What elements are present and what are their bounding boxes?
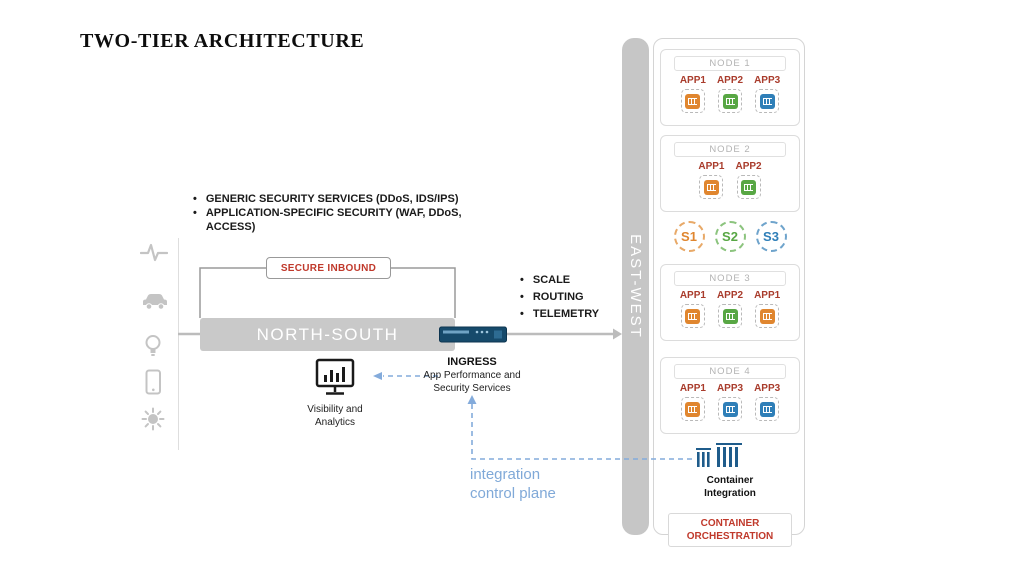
node-label: NODE 1 [674, 56, 786, 71]
car-icon [143, 294, 167, 310]
service-row: S1 S2 S3 [660, 221, 800, 252]
east-west-label: EAST-WEST [627, 234, 644, 339]
sun-icon [141, 407, 165, 431]
integration-control-plane-note: integration control plane [470, 466, 556, 502]
app-label: APP1 [679, 75, 706, 86]
app-label: APP2 [716, 290, 744, 301]
container-glyph [688, 97, 698, 105]
app-entry: APP2 [717, 75, 743, 113]
container-glyph [725, 97, 735, 105]
app-label: APP1 [754, 290, 781, 301]
container-orchestration-box: CONTAINER ORCHESTRATION [668, 513, 792, 547]
app-entry: APP2 [736, 161, 762, 199]
app-entry: APP1 [680, 290, 706, 328]
service-circle: S2 [714, 221, 746, 252]
app-label: APP2 [716, 75, 744, 86]
app-entry: APP1 [754, 290, 780, 328]
container-glyph [688, 405, 698, 413]
page-title: TWO-TIER ARCHITECTURE [80, 30, 365, 52]
capability-bullet-text: SCALE [532, 274, 571, 286]
security-bullet-text: APPLICATION-SPECIFIC SECURITY (WAF, DDoS… [205, 207, 462, 234]
container-glyph [762, 312, 772, 320]
node-box: NODE 2 APP1 APP2 [660, 135, 800, 212]
service-label: S2 [722, 229, 738, 244]
app-label: APP1 [679, 290, 706, 301]
bullet-glyph: • [520, 274, 524, 286]
app-container-icon [736, 175, 761, 199]
app-container-icon [755, 304, 780, 328]
app-container-icon [755, 89, 780, 113]
service-label: S3 [763, 229, 779, 244]
service-circle: S1 [673, 221, 705, 252]
container-glyph [725, 405, 735, 413]
bullet-glyph: • [193, 193, 197, 205]
capability-bullet-item: • TELEMETRY [520, 307, 599, 321]
app-label: APP3 [716, 383, 744, 394]
capability-bullet-text: TELEMETRY [532, 308, 600, 321]
north-south-bar: NORTH-SOUTH [200, 318, 455, 351]
container-glyph [725, 312, 735, 320]
container-glyph [706, 183, 716, 191]
ingress-title: INGRESS [447, 356, 497, 368]
capability-bullet-item: • SCALE [520, 273, 599, 287]
ingress-subtitle: App Performance and Security Services [423, 370, 521, 394]
app-entry: APP3 [754, 383, 780, 421]
node-box: NODE 3 APP1 APP2 APP1 [660, 264, 800, 341]
app-entry: APP1 [698, 161, 725, 199]
app-container-icon [755, 397, 780, 421]
node-box: NODE 1 APP1 APP2 APP3 [660, 49, 800, 126]
app-container-icon [680, 89, 705, 113]
visibility-label: Visibility and Analytics [307, 404, 363, 428]
security-bullet-text: GENERIC SECURITY SERVICES (DDoS, IDS/IPS… [205, 193, 459, 205]
app-container-icon [680, 397, 705, 421]
analytics-monitor-icon [315, 358, 355, 395]
app-label: APP2 [735, 161, 762, 172]
app-container-icon [718, 304, 742, 328]
node-label: NODE 2 [674, 142, 786, 157]
container-integration-icon [696, 443, 742, 467]
container-glyph [688, 312, 698, 320]
node-label: NODE 4 [674, 364, 786, 379]
app-entry: APP3 [754, 75, 780, 113]
app-container-icon [680, 304, 705, 328]
container-integration-label: Container Integration [704, 475, 756, 499]
pulse-icon [140, 243, 168, 262]
app-label: APP3 [754, 383, 781, 394]
node-label: NODE 3 [674, 271, 786, 286]
app-container-icon [718, 397, 742, 421]
app-label: APP1 [698, 161, 725, 172]
ingress-appliance-icon [439, 326, 507, 343]
app-entry: APP1 [680, 383, 706, 421]
security-bullet-item: • GENERIC SECURITY SERVICES (DDoS, IDS/I… [193, 192, 481, 206]
app-label: APP1 [679, 383, 706, 394]
rail-divider-line [178, 238, 179, 450]
capability-bullet-list: • SCALE • ROUTING • TELEMETRY [520, 273, 599, 324]
app-container-icon [718, 89, 742, 113]
app-label: APP3 [754, 75, 781, 86]
cluster-panel: NODE 1 APP1 APP2 APP3 [653, 38, 805, 547]
security-bullet-item: • APPLICATION-SPECIFIC SECURITY (WAF, DD… [193, 206, 481, 234]
east-west-bar: EAST-WEST [622, 38, 649, 535]
bullet-glyph: • [520, 291, 524, 304]
app-container-icon [699, 175, 724, 199]
app-entry: APP1 [680, 75, 706, 113]
bullet-glyph: • [193, 207, 197, 220]
container-glyph [762, 97, 772, 105]
secure-inbound-label: SECURE INBOUND [266, 257, 391, 279]
security-bullet-list: • GENERIC SECURITY SERVICES (DDoS, IDS/I… [193, 192, 481, 234]
app-entry: APP3 [717, 383, 743, 421]
capability-bullet-text: ROUTING [532, 291, 584, 304]
app-entry: APP2 [717, 290, 743, 328]
bullet-glyph: • [520, 308, 524, 321]
service-circle: S3 [755, 221, 787, 252]
lightbulb-icon [145, 335, 161, 356]
tablet-icon [145, 369, 161, 395]
service-label: S1 [681, 229, 697, 244]
container-glyph [762, 405, 772, 413]
capability-bullet-item: • ROUTING [520, 290, 599, 304]
container-glyph [744, 183, 754, 191]
node-box: NODE 4 APP1 APP3 APP3 [660, 357, 800, 434]
